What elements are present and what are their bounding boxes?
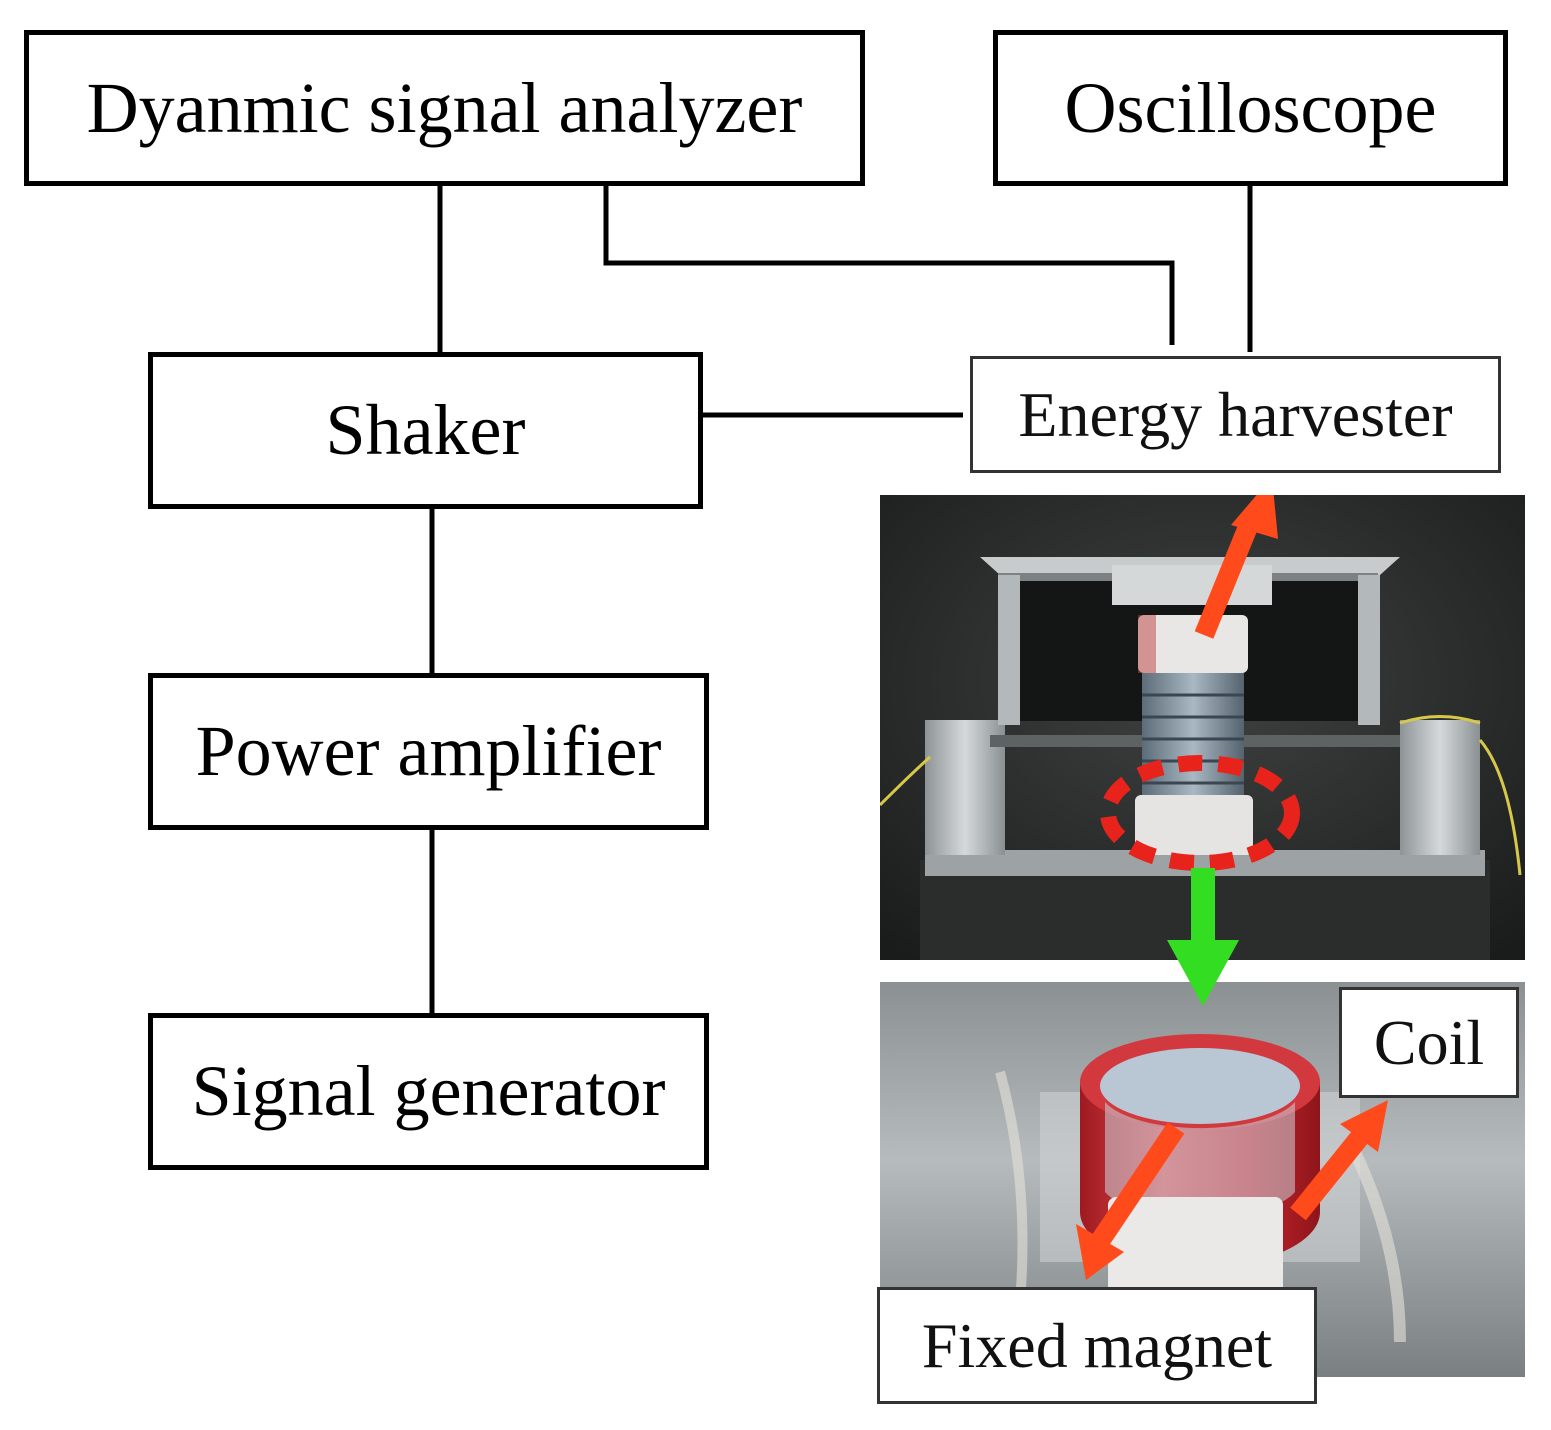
fixed-magnet-label: Fixed magnet (877, 1287, 1317, 1404)
oscilloscope-box: Oscilloscope (993, 30, 1508, 186)
shaker-box: Shaker (148, 352, 703, 509)
signal-generator-box: Signal generator (148, 1013, 709, 1170)
coil-label: Coil (1339, 987, 1519, 1098)
wire-analyzer-harvester (603, 184, 1175, 345)
energy-harvester-box: Energy harvester (970, 356, 1501, 473)
motion-arrow-up (1231, 495, 1278, 539)
motion-arrow-coil (1340, 1100, 1388, 1152)
link-arrow-down (1167, 868, 1239, 1006)
power-amplifier-box: Power amplifier (148, 673, 709, 830)
magnet-highlight-ring (1100, 755, 1300, 871)
dynamic-signal-analyzer-box: Dyanmic signal analyzer (24, 30, 865, 186)
motion-arrow-down (1076, 1224, 1124, 1280)
